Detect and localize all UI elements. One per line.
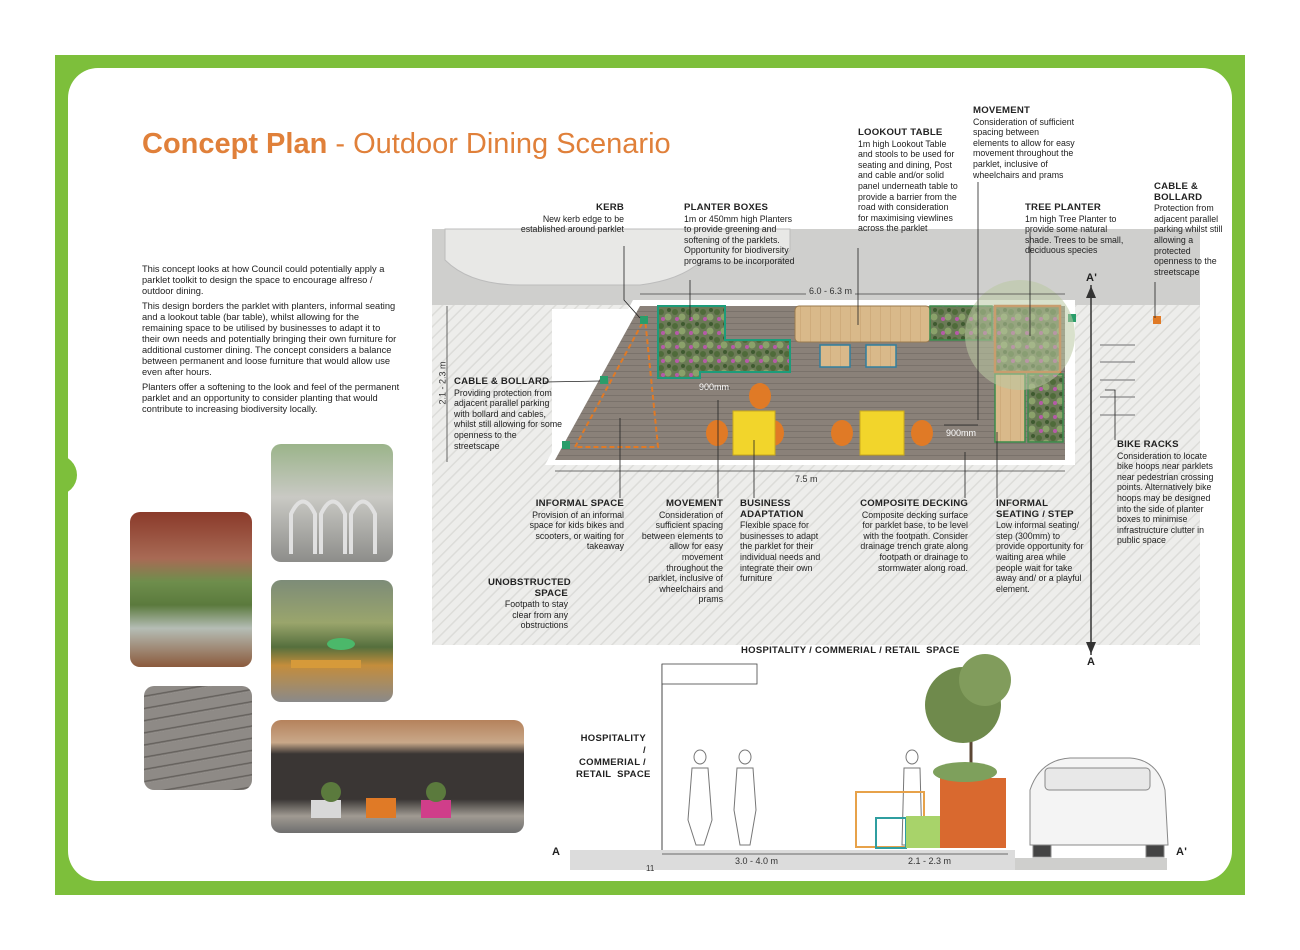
intro-paragraph-2: This design borders the parklet with pla… [142, 301, 397, 377]
section-arrow [1086, 286, 1096, 298]
photo-cafe-frontage [271, 720, 524, 833]
chair [749, 383, 771, 409]
frame-notch [55, 455, 77, 495]
intro-text: This concept looks at how Council could … [142, 264, 400, 419]
chair [706, 420, 728, 446]
bollard [1153, 316, 1161, 324]
intro-paragraph-1: This concept looks at how Council could … [142, 264, 385, 296]
dim-gap-left: 900mm [699, 382, 730, 392]
section-marker-left: A [552, 846, 561, 858]
stool [865, 344, 897, 368]
chair [831, 420, 853, 446]
chair [911, 420, 933, 446]
lookout-table [794, 305, 931, 343]
section-road [1015, 858, 1167, 870]
section-planting [933, 762, 997, 782]
section-marker-top: A' [1086, 272, 1098, 284]
dim-section-footpath: 3.0 - 4.0 m [735, 856, 779, 866]
photo-parklet-benches [271, 580, 393, 702]
footpath-left [432, 309, 552, 469]
tree-canopy [965, 280, 1075, 390]
bollard [640, 316, 648, 324]
photo-decking-texture [144, 686, 252, 790]
leader-kerb [623, 246, 641, 319]
section-arrow [1086, 642, 1096, 654]
section-car [1029, 757, 1169, 858]
section-tree-canopy [959, 654, 1011, 706]
dim-gap-right: 900mm [946, 428, 977, 438]
pedestrian-silhouettes [687, 749, 923, 846]
footpath-right [1065, 305, 1200, 470]
footpath [432, 465, 1200, 645]
section-marker-bottom: A [1087, 656, 1096, 668]
awning [661, 663, 758, 685]
stool [819, 344, 851, 368]
section-tree-planter [940, 778, 1006, 848]
section-marker-right: A' [1176, 846, 1188, 858]
photo-planter-deck [130, 512, 252, 667]
bollard [600, 376, 608, 384]
dim-depth: 2.1 - 2.3 m [437, 361, 448, 405]
leader-cable-left [544, 380, 601, 383]
page-title: Concept Plan - Outdoor Dining Scenario [142, 128, 671, 160]
l-planter [657, 305, 791, 379]
dim-width-bottom: 7.5 m [795, 474, 818, 484]
car-outline [444, 228, 791, 286]
section-stool [875, 817, 907, 849]
cafe-table [859, 410, 905, 456]
intro-paragraph-3: Planters offer a softening to the look a… [142, 382, 400, 414]
leader-bike [1105, 389, 1116, 440]
photo-bike-hoops [271, 444, 393, 562]
informal-space-outline [573, 314, 660, 448]
section-ground [570, 850, 1015, 870]
label-hospitality-section: HOSPITALITY / COMMERIAL / RETAIL SPACE [576, 733, 651, 780]
section-page-number: 11 [646, 864, 655, 873]
label-hospitality-plan: HOSPITALITY / COMMERIAL / RETAIL SPACE [741, 645, 960, 656]
dim-width-top: 6.0 - 6.3 m [806, 286, 856, 296]
bollard [562, 441, 570, 449]
dim-section-parklet: 2.1 - 2.3 m [908, 856, 952, 866]
section-planter-green [906, 816, 940, 848]
